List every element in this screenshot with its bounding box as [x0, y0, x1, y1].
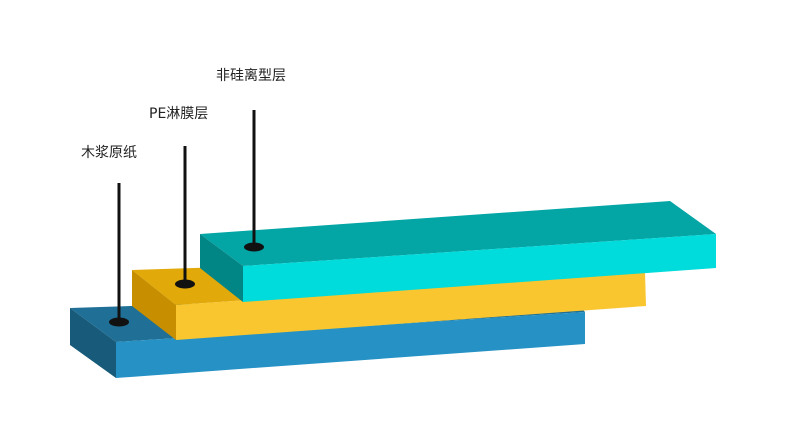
layer-non-silicone-release: [200, 201, 716, 302]
layer-non-silicone-release-left-face: [200, 234, 243, 302]
pointer-pe-coating-dot: [175, 279, 195, 289]
layer-wood-pulp-left-face: [70, 308, 116, 378]
pointer-pe-coating: [175, 146, 195, 289]
pointer-non-silicone-release: [244, 110, 264, 252]
layer-wood-pulp-front-face: [116, 312, 585, 378]
label-non-silicone-release: 非硅离型层: [216, 67, 286, 84]
label-pe-coating: PE淋膜层: [149, 106, 208, 122]
layer-non-silicone-release-top-face: [200, 201, 716, 266]
pointer-wood-pulp: [109, 183, 129, 327]
layer-pe-coating-front-face: [176, 272, 646, 340]
pointer-wood-pulp-dot: [109, 317, 129, 327]
layer-pe-coating-left-face: [132, 270, 176, 340]
pointer-non-silicone-release-dot: [244, 242, 264, 252]
label-wood-pulp: 木浆原纸: [81, 145, 137, 161]
layer-non-silicone-release-front-face: [243, 234, 716, 302]
